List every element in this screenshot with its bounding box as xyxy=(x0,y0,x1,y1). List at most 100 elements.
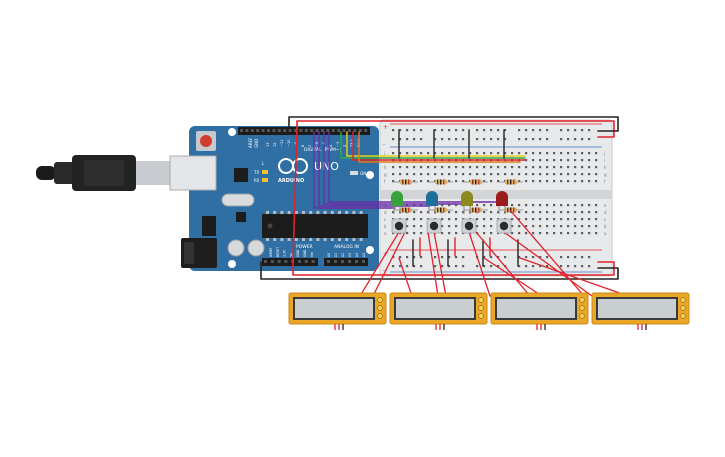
wire-signal[interactable] xyxy=(328,131,499,203)
breadboard-hole xyxy=(588,180,591,183)
resistor-bottom[interactable] xyxy=(394,207,418,213)
breadboard-hole xyxy=(455,256,458,259)
breadboard-hole xyxy=(532,225,535,228)
breadboard-hole xyxy=(525,138,528,141)
l-label: L xyxy=(262,161,265,166)
breadboard-hole xyxy=(441,152,444,155)
lcd-module[interactable] xyxy=(490,292,589,330)
wire-power-loop[interactable] xyxy=(296,120,615,138)
usb-cable[interactable] xyxy=(36,155,170,191)
wire-lcd[interactable] xyxy=(359,231,400,297)
lcd-module[interactable] xyxy=(288,292,387,330)
breadboard-hole xyxy=(553,152,556,155)
breadboard-hole xyxy=(490,152,493,155)
breadboard-hole xyxy=(462,256,465,259)
wire-signal-orange[interactable] xyxy=(358,131,521,163)
pushbutton[interactable] xyxy=(496,218,512,234)
pushbutton[interactable] xyxy=(426,218,442,234)
pushbutton-cap[interactable] xyxy=(394,221,404,231)
wire-lcd[interactable] xyxy=(468,231,491,297)
wire-lcd[interactable] xyxy=(398,257,413,297)
breadboard-hole xyxy=(448,173,451,176)
breadboard-hole xyxy=(462,265,465,268)
breadboard-hole xyxy=(462,180,465,183)
breadboard-hole xyxy=(504,129,507,132)
breadboard-hole xyxy=(455,129,458,132)
pushbutton-cap[interactable] xyxy=(429,221,439,231)
resistor-top[interactable] xyxy=(499,179,523,185)
breadboard-hole xyxy=(511,218,514,221)
breadboard-hole xyxy=(574,173,577,176)
breadboard-hole xyxy=(483,265,486,268)
wire-lcd[interactable] xyxy=(372,231,406,297)
pushbutton[interactable] xyxy=(391,218,407,234)
wire-signal-green[interactable] xyxy=(340,131,526,159)
breadboard-hole xyxy=(539,225,542,228)
wire-signal-red[interactable] xyxy=(352,131,526,161)
wire-ground-loop[interactable] xyxy=(288,116,619,132)
wire-lcd[interactable] xyxy=(509,209,585,297)
breadboard-hole xyxy=(581,180,584,183)
breadboard-hole xyxy=(574,129,577,132)
reset-button[interactable] xyxy=(200,135,212,147)
breadboard-hole xyxy=(546,232,549,235)
wire-ground-loop[interactable] xyxy=(260,261,619,280)
resistor-band xyxy=(510,179,512,185)
lcd-modules[interactable] xyxy=(288,292,690,330)
led-yellow[interactable] xyxy=(461,191,473,214)
wire-power-loop[interactable] xyxy=(292,261,615,276)
wire-lcd[interactable] xyxy=(483,257,543,297)
breadboard-hole xyxy=(511,232,514,235)
resistor-bottom[interactable] xyxy=(429,207,453,213)
lcd-module[interactable] xyxy=(591,292,690,330)
wire-lcd[interactable] xyxy=(475,231,531,297)
breadboard-hole xyxy=(539,265,542,268)
breadboard-hole xyxy=(511,225,514,228)
pushbutton-cap[interactable] xyxy=(464,221,474,231)
breadboard-hole xyxy=(560,152,563,155)
wire-signal-yellow[interactable] xyxy=(346,131,526,157)
breadboard-hole xyxy=(490,180,493,183)
wire-power-loop[interactable] xyxy=(292,127,298,263)
header-hole xyxy=(256,129,260,132)
resistor-top[interactable] xyxy=(429,179,453,185)
breadboard-hole xyxy=(581,173,584,176)
pushbutton-cap[interactable] xyxy=(499,221,509,231)
breadboard-hole xyxy=(413,232,416,235)
wire-lcd[interactable] xyxy=(427,231,439,297)
breadboard-hole xyxy=(420,138,423,141)
leds[interactable] xyxy=(391,191,508,214)
analog-header xyxy=(324,258,368,266)
breadboard-hole xyxy=(588,232,591,235)
breadboard-hole xyxy=(588,166,591,169)
header-hole xyxy=(341,260,344,263)
led-red[interactable] xyxy=(496,191,508,214)
led-green[interactable] xyxy=(391,191,403,214)
arduino-logo xyxy=(278,158,308,174)
wire-lcd[interactable] xyxy=(519,257,629,297)
wire-lcd[interactable] xyxy=(433,231,447,297)
pushbuttons[interactable] xyxy=(391,218,512,234)
breadboard-hole xyxy=(441,173,444,176)
breadboard-hole xyxy=(574,265,577,268)
breadboard-hole xyxy=(413,129,416,132)
breadboard-hole xyxy=(406,138,409,141)
pushbutton[interactable] xyxy=(461,218,477,234)
lcd-pin-icon xyxy=(579,313,585,319)
wire-signal[interactable] xyxy=(323,131,465,205)
wire-lcd[interactable] xyxy=(503,231,593,297)
breadboard-hole xyxy=(532,152,535,155)
arduino-uno[interactable]: TX RX ON L UNO ARDUINO DIGITAL (PWM~) PO… xyxy=(169,126,379,271)
resistor-top[interactable] xyxy=(464,179,488,185)
breadboard-hole xyxy=(448,129,451,132)
led-blue[interactable] xyxy=(426,191,438,214)
resistor-top[interactable] xyxy=(394,179,418,185)
breadboard-hole xyxy=(497,152,500,155)
breadboard-hole xyxy=(567,152,570,155)
wire-signal[interactable] xyxy=(313,131,396,209)
breadboard-hole xyxy=(539,159,542,162)
lcd-module[interactable] xyxy=(389,292,488,330)
resistor-bottom[interactable] xyxy=(464,207,488,213)
breadboard-hole xyxy=(455,180,458,183)
breadboard-hole xyxy=(581,152,584,155)
